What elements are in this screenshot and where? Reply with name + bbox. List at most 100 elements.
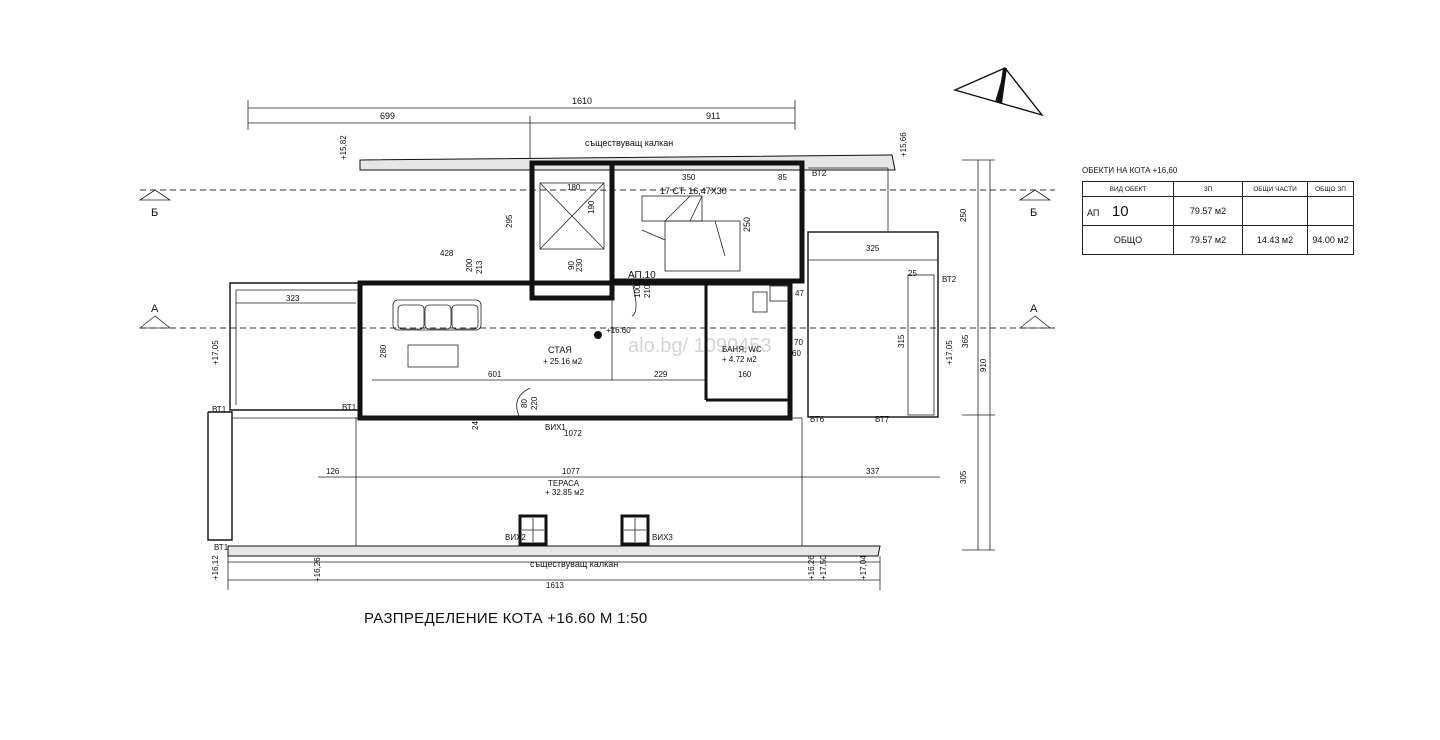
row-total (1307, 196, 1354, 226)
header-total: ОБЩО ЗП (1307, 181, 1354, 197)
level-mark: +16.60 (606, 326, 631, 335)
section-b-left: Б (151, 207, 158, 219)
party-wall-bottom: съществуващ калкан 1613 ВТ1 +16,12 +16,2… (211, 543, 881, 590)
skylight-icon (518, 514, 548, 546)
header-zp: ЗП (1173, 181, 1243, 197)
dim-25: 25 (908, 269, 917, 278)
dim-1072: 1072 (564, 429, 582, 438)
tag-bikh2: ВИХ2 (505, 533, 526, 542)
dim-85: 85 (778, 173, 787, 182)
elev-1582: +15,82 (339, 135, 348, 160)
core: 17 СТ. 16,47Х30 250 АП.10 180 190 350 85… (505, 160, 827, 301)
room-area: + 25.16 м2 (543, 357, 583, 366)
dim-160: 160 (738, 370, 752, 379)
dim-80: 80 (520, 399, 529, 408)
dim-315: 315 (897, 334, 906, 348)
bath-name: БАНЯ, WC (722, 345, 762, 354)
terrace: 126 1077 337 1072 ТЕРАСА + 32.85 м2 ВИХ2… (318, 417, 940, 547)
table-row: АП 10 79.57 м2 (1082, 196, 1354, 226)
elev-1626-left: +16,26 (313, 557, 322, 582)
elev-1566: +15,66 (899, 132, 908, 157)
elev-1750: +17,50 (819, 555, 828, 580)
dim-213: 213 (475, 260, 484, 274)
dim-295: 295 (505, 214, 514, 228)
dim-910: 910 (979, 358, 988, 372)
skylight-icon (620, 514, 650, 546)
header-type: ВИД ОБЕКТ (1082, 181, 1174, 197)
dim-1077: 1077 (562, 467, 580, 476)
dim-47: 47 (795, 289, 804, 298)
stair-length: 250 (742, 217, 752, 232)
objects-table-title: ОБЕКТИ НА КОТА +16,60 (1082, 166, 1178, 175)
tag-bt7: ВТ7 (875, 415, 890, 424)
tag-bt2-right: ВТ2 (942, 275, 957, 284)
tag-bt1: ВТ1 (342, 403, 357, 412)
party-wall-top-label: съществуващ калкан (585, 138, 673, 148)
tag-bt4: ВТ1 (214, 543, 229, 552)
tag-bt1-left: ВТ1 (212, 405, 227, 414)
apartment: СТАЯ + 25.16 м2 +16.60 БАНЯ, WC + 4.72 м… (342, 249, 825, 432)
apartment-label: АП.10 (628, 270, 656, 281)
dim-280: 280 (379, 344, 388, 358)
table-row: ОБЩО 79.57 м2 14.43 м2 94.00 м2 (1082, 225, 1354, 255)
row-total: 94.00 м2 (1307, 225, 1354, 255)
dim-323: 323 (286, 294, 300, 303)
elev-1705-left: +17,05 (211, 340, 220, 365)
dim-229: 229 (654, 370, 668, 379)
top-dimensions: 1610 699 911 (247, 96, 796, 160)
dim-180: 180 (567, 183, 581, 192)
header-common: ОБЩИ ЧАСТИ (1242, 181, 1308, 197)
dim-200: 200 (465, 258, 474, 272)
objects-table-grid: ВИД ОБЕКТ ЗП ОБЩИ ЧАСТИ ОБЩО ЗП АП 10 79… (1082, 181, 1354, 255)
right-wing: 325 315 365 25 60 +17,05 ВТ2 ВТ7 250 910… (792, 159, 995, 551)
dim-126: 126 (326, 467, 340, 476)
left-wing: 323 +17,05 ВТ1 (207, 282, 360, 541)
elev-1705-right: +17,05 (945, 340, 954, 365)
watermark: alo.bg/ 1090453 (628, 335, 771, 357)
dim-total: 1610 (572, 96, 592, 106)
section-b-right: Б (1030, 207, 1037, 219)
row-type: ОБЩО (1082, 225, 1174, 255)
dim-100: 100 (633, 284, 642, 298)
row-type-label: АП (1087, 207, 1100, 218)
row-zp: 79.57 м2 (1173, 225, 1243, 255)
dim-325: 325 (866, 244, 880, 253)
dim-250-right: 250 (959, 208, 968, 222)
elev-1626-right: +16,26 (807, 555, 816, 580)
section-lines: Б Б А А (138, 189, 1055, 329)
row-apartment-number: 10 (1111, 202, 1129, 220)
stair-label: 17 СТ. 16,47Х30 (660, 186, 727, 196)
tag-bt2-top: ВТ2 (812, 169, 827, 178)
dim-337: 337 (866, 467, 880, 476)
dim-90: 90 (567, 261, 576, 270)
plan-title: РАЗПРЕДЕЛЕНИЕ КОТА +16.60 М 1:50 (364, 610, 648, 627)
dim-601: 601 (488, 370, 502, 379)
dim-70: 70 (794, 338, 803, 347)
row-common (1242, 196, 1308, 226)
dim-230: 230 (575, 258, 584, 272)
terrace-name: ТЕРАСА (548, 479, 580, 488)
tag-bikh1: ВИХ1 (545, 423, 566, 432)
party-wall-bottom-label: съществуващ калкан (530, 559, 618, 569)
elev-1612: +16,12 (211, 555, 220, 580)
dim-305: 305 (959, 470, 968, 484)
dim-245: 245 (471, 416, 480, 430)
row-type: АП 10 (1082, 196, 1174, 226)
dim-210: 210 (643, 284, 652, 298)
elev-1704: +17,04 (859, 555, 868, 580)
dim-350: 350 (682, 173, 696, 182)
dim-1613: 1613 (546, 581, 564, 590)
dim-right: 911 (706, 111, 720, 121)
row-zp: 79.57 м2 (1173, 196, 1243, 226)
north-arrow-icon (952, 67, 1044, 117)
table-header-row: ВИД ОБЕКТ ЗП ОБЩИ ЧАСТИ ОБЩО ЗП (1082, 181, 1354, 197)
dim-428: 428 (440, 249, 454, 258)
section-a-right: А (1030, 303, 1038, 315)
row-common: 14.43 м2 (1242, 225, 1308, 255)
tag-bikh3: ВИХ3 (652, 533, 673, 542)
dim-190: 190 (587, 200, 596, 214)
dim-left: 699 (380, 111, 395, 121)
tag-bt6: ВТ6 (810, 415, 825, 424)
objects-table: ОБЕКТИ НА КОТА +16,60 ВИД ОБЕКТ ЗП ОБЩИ … (1082, 166, 1354, 255)
